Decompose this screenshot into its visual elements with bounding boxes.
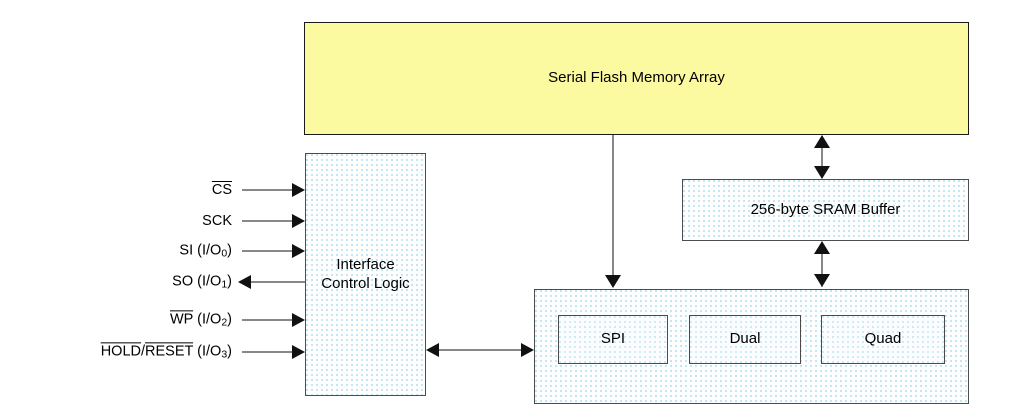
- signal-label-cs: CS: [211, 182, 232, 198]
- connector-array-to-io-line: [612, 135, 614, 277]
- block-sram-buffer-label: 256-byte SRAM Buffer: [750, 200, 901, 218]
- connector-logic-to-io-arrowhead-left: [426, 343, 439, 357]
- signal-arrowhead-so: [238, 275, 251, 289]
- block-mode-quad-label: Quad: [864, 330, 902, 348]
- signal-label-so: SO (I/O1): [172, 273, 232, 291]
- signal-label-si: SI (I/O0): [179, 242, 232, 260]
- signal-label-wp: WP (I/O2): [170, 311, 232, 329]
- block-mode-spi: SPI: [558, 315, 668, 364]
- signal-label-hold-reset: HOLD/RESET (I/O3): [100, 343, 232, 361]
- block-mode-spi-label: SPI: [600, 330, 626, 348]
- connector-sram-to-io-line: [821, 243, 823, 287]
- signal-arrowhead-sck: [292, 214, 305, 228]
- signal-arrowhead-cs: [292, 183, 305, 197]
- connector-sram-to-io-arrowhead-down: [814, 274, 830, 287]
- connector-logic-to-io-line: [428, 349, 532, 351]
- connector-array-to-io-arrowhead: [605, 275, 621, 288]
- signal-line-so: [251, 281, 305, 283]
- block-mode-quad: Quad: [821, 315, 945, 364]
- block-serial-flash-memory-array: Serial Flash Memory Array: [304, 22, 969, 135]
- connector-sram-to-io-arrowhead-up: [814, 241, 830, 254]
- block-mode-dual-label: Dual: [729, 330, 761, 348]
- block-interface-control-logic-label-line1: Interface: [336, 255, 395, 273]
- signal-line-cs: [242, 189, 294, 191]
- block-sram-buffer: 256-byte SRAM Buffer: [682, 179, 969, 241]
- signal-arrowhead-si: [292, 244, 305, 258]
- block-interface-control-logic-label-line2: Control Logic: [321, 274, 410, 292]
- connector-array-to-sram-line: [821, 137, 823, 177]
- connector-array-to-sram-arrowhead-up: [814, 135, 830, 148]
- signal-label-sck: SCK: [202, 213, 232, 229]
- block-mode-dual: Dual: [689, 315, 801, 364]
- connector-logic-to-io-arrowhead-right: [521, 343, 534, 357]
- signal-arrowhead-hold-reset: [292, 345, 305, 359]
- signal-arrowhead-wp: [292, 313, 305, 327]
- connector-array-to-sram-arrowhead-down: [814, 166, 830, 179]
- block-serial-flash-memory-array-label: Serial Flash Memory Array: [548, 69, 725, 87]
- signal-line-hold-reset: [242, 351, 294, 353]
- signal-line-si: [242, 250, 294, 252]
- signal-line-sck: [242, 220, 294, 222]
- signal-line-wp: [242, 319, 294, 321]
- block-interface-control-logic: Interface Control Logic: [305, 153, 426, 396]
